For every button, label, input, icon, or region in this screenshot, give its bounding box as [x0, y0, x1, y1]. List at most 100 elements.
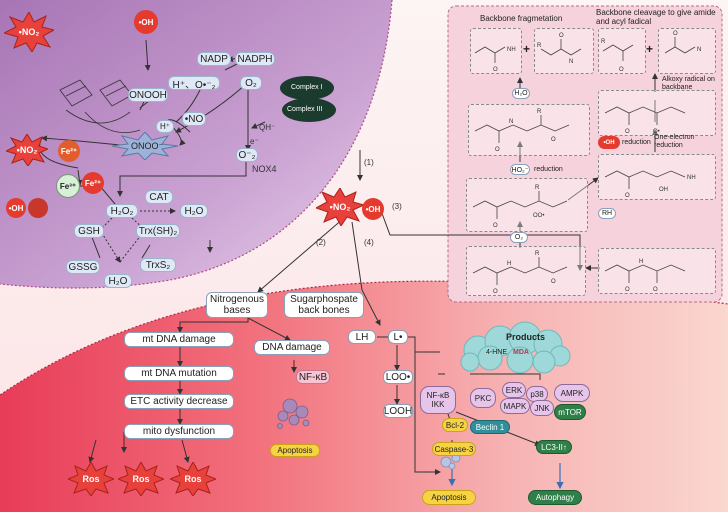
peptide-radical-structure: O O H — [598, 248, 716, 294]
peroxyl-structure: O OO• R — [466, 178, 588, 232]
svg-text:O: O — [625, 129, 630, 135]
ikk-label: IKK — [431, 400, 445, 409]
fe2-node-2: Fe²⁺ — [82, 172, 104, 194]
oh-anion — [28, 198, 48, 218]
onoo-star: ONOO⁻ — [112, 132, 178, 160]
svg-text:OH: OH — [659, 187, 668, 193]
trx-sh-node: Trx(SH)₂ — [136, 224, 180, 238]
mt-dna-mutation-node: mt DNA mutation — [124, 366, 234, 381]
no2-label-2: •NO₂ — [16, 145, 38, 155]
no2-label-1: •NO₂ — [18, 27, 40, 37]
mtor-node: mTOR — [554, 404, 586, 420]
svg-text:N: N — [697, 47, 701, 53]
right-panel — [447, 5, 723, 303]
h-superoxide-node: H⁺、O•⁻₂ — [168, 76, 220, 91]
svg-text:O: O — [625, 287, 630, 293]
svg-text:N: N — [509, 119, 513, 125]
o2-node: O₂ — [240, 76, 262, 90]
trxs2-node: TrxS₂ — [140, 258, 176, 272]
oh-radical-1: •OH — [134, 10, 158, 34]
ampk-node: AMPK — [554, 384, 590, 402]
oh-reduction-label: reduction — [622, 139, 651, 146]
step-3-label: (3) — [392, 202, 402, 211]
h2o2-node: H₂O₂ — [106, 204, 138, 218]
svg-text:R: R — [535, 185, 540, 191]
hne-label: 4-HNE — [486, 349, 508, 356]
superoxide-node: O⁻₂ — [236, 148, 258, 162]
bcl2-node: Bcl-2 — [442, 418, 468, 432]
etc-decrease-node: ETC activity decrease — [124, 394, 234, 409]
svg-text:O•: O• — [653, 129, 660, 135]
oh-reagent: •OH — [598, 136, 620, 149]
svg-text:R: R — [601, 39, 606, 45]
nadp-node: NADP — [197, 52, 231, 66]
ros-burst-2: Ros — [118, 462, 164, 496]
nadph-node: NADPH — [235, 52, 275, 66]
svg-text:O: O — [493, 67, 498, 73]
sugar-phosphate-node: Sugarphospate back bones — [284, 292, 364, 318]
fe3-node: Fe³⁺ — [56, 174, 80, 198]
h2o-reagent: H₂O — [512, 88, 530, 99]
step-4-label: (4) — [364, 238, 374, 247]
autophagy-label: Autophagy — [528, 490, 582, 505]
fragmentation-title: Backbone fragmetation — [480, 14, 563, 23]
ros-label-2: Ros — [132, 474, 150, 484]
svg-text:OO•: OO• — [533, 213, 544, 219]
complex-i-label: Complex I — [291, 84, 323, 91]
fragment-plus: + — [523, 42, 531, 56]
lh-node: LH — [348, 330, 376, 344]
one-electron-label: One-electron reduction — [654, 134, 695, 149]
onoo-label: ONOO⁻ — [131, 141, 164, 151]
fe2-node-1: Fe²⁺ — [58, 140, 80, 162]
complex-iii-label: Complex III — [287, 106, 323, 113]
lc3-node: LC3-II↑ — [536, 440, 572, 454]
svg-text:O: O — [551, 137, 556, 143]
svg-text:O: O — [625, 193, 630, 199]
complex-i-shape — [280, 76, 334, 100]
no-radical-node: •NO — [182, 112, 206, 126]
complex-iii-shape — [282, 98, 336, 122]
svg-text:R: R — [537, 109, 542, 115]
dna-damage-node: DNA damage — [254, 340, 330, 355]
purple-region — [0, 0, 392, 288]
nf-kb-label-2: NF-κB — [426, 391, 450, 400]
no2-radical-burst-1: •NO₂ — [4, 12, 54, 52]
center-oh-radical: •OH — [362, 198, 384, 220]
onooh-node: ONOOH — [128, 88, 168, 102]
apoptosis-label-1: Apoptosis — [270, 444, 320, 457]
cleavage-title: Backbone cleavage to give amide and acyl… — [596, 8, 716, 26]
svg-text:O: O — [493, 223, 498, 229]
qh-label: QH⁻ — [259, 123, 276, 132]
svg-text:O: O — [551, 279, 556, 285]
erk-node: ERK — [502, 382, 526, 398]
apoptosis-cell-2 — [440, 453, 461, 470]
svg-text:H: H — [639, 259, 643, 265]
mito-dysfunction-node: mito dysfunction — [124, 424, 234, 439]
oh-radical-2: •OH — [6, 198, 26, 218]
o2-reagent: O₂ — [510, 232, 528, 243]
svg-text:R: R — [535, 251, 540, 257]
svg-text:O: O — [653, 287, 658, 293]
apoptosis-label-2: Apoptosis — [422, 490, 476, 505]
svg-text:O: O — [619, 67, 624, 73]
svg-text:O: O — [495, 147, 500, 153]
nf-kb-node-1: NF-κB — [296, 370, 330, 384]
ho2-reagent: HO₂⁻ — [510, 164, 530, 175]
apoptosis-cell-1 — [277, 398, 310, 429]
h2o-node-1: H₂O — [180, 204, 208, 218]
mda-label: MDA — [513, 349, 529, 356]
mt-dna-damage-node: mt DNA damage — [124, 332, 234, 347]
nf-kb-ikk-node: NF-κB IKK — [420, 386, 456, 414]
l-radical-node: L• — [388, 330, 408, 344]
ros-label-3: Ros — [184, 474, 202, 484]
mapk-node: MAPK — [500, 398, 530, 414]
alkoxy-label: Alkoxy radical on backbane — [662, 76, 715, 91]
h2o-node-2: H₂O — [104, 274, 132, 288]
nox4-label: NOX4 — [252, 164, 277, 174]
